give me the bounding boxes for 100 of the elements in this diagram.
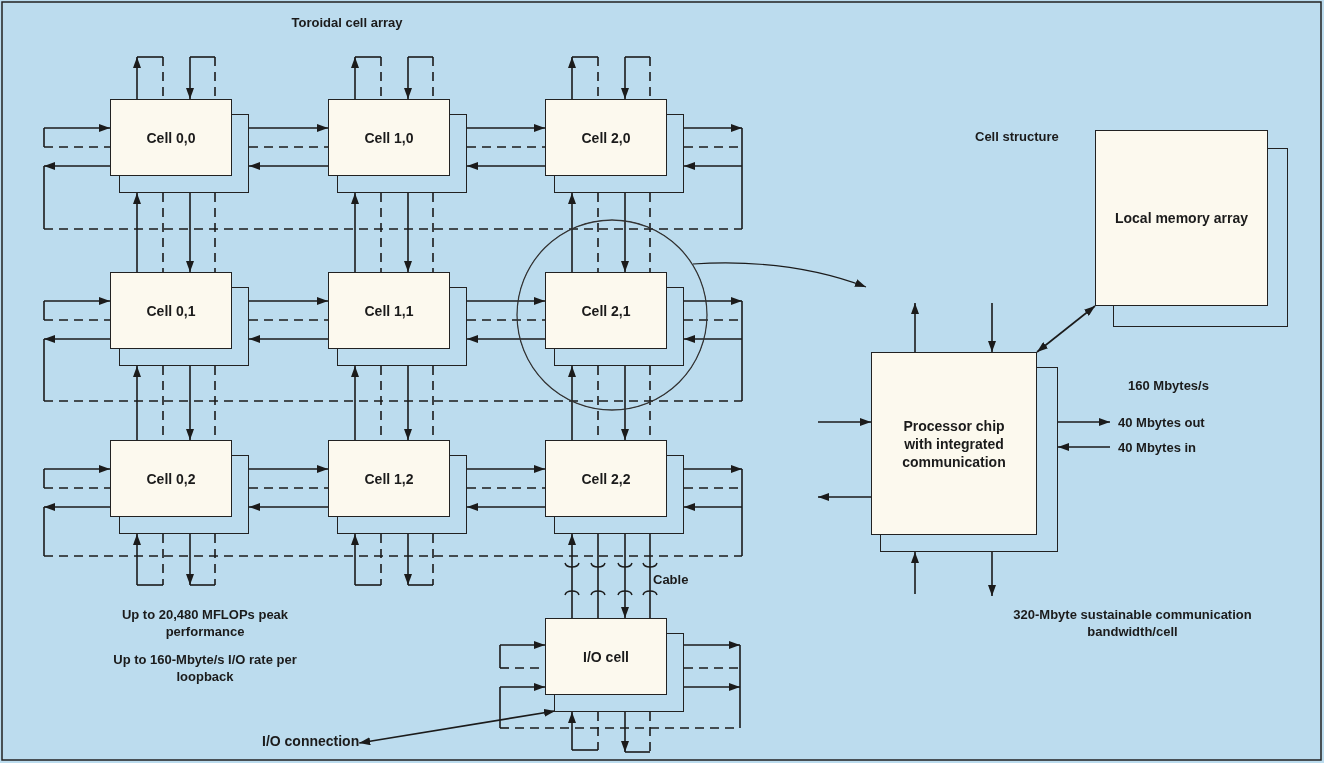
cell-board [328, 99, 467, 193]
cell-label: Cell 1,2 [364, 469, 414, 488]
arrow [248, 297, 329, 305]
arrow [351, 533, 359, 586]
dashed-connector [466, 146, 546, 148]
dashed-connector [248, 146, 329, 148]
connector-line [597, 533, 599, 619]
cell-board [545, 618, 684, 712]
dashed-connector [466, 319, 546, 321]
arrow [911, 302, 919, 353]
arrow [248, 335, 329, 343]
arrow [683, 297, 743, 305]
arrow [466, 124, 546, 132]
dashed-connector [214, 192, 216, 273]
cell-board [328, 272, 467, 366]
arrow [1057, 443, 1111, 451]
cell-board [110, 272, 249, 366]
arrow [186, 533, 194, 586]
cell-board [328, 440, 467, 534]
arrow [621, 192, 629, 273]
arrow [683, 503, 743, 511]
arrow [621, 56, 629, 100]
arrow [817, 418, 872, 426]
arrow [248, 503, 329, 511]
arrow [43, 465, 111, 473]
cell-label: Cell 1,0 [364, 128, 414, 147]
cell-label: I/O cell [583, 647, 629, 666]
dashed-connector [466, 487, 546, 489]
arrow [43, 335, 111, 343]
arrow [133, 192, 141, 273]
arrow [466, 297, 546, 305]
arrow [404, 56, 412, 100]
arrow [683, 162, 743, 170]
cell-label: Cell 0,1 [146, 301, 196, 320]
bandwidth-note: 320-Mbyte sustainable communication bandwidth/cell [1012, 606, 1253, 640]
arrow [248, 465, 329, 473]
arrow [351, 365, 359, 441]
arrow [466, 335, 546, 343]
io-rate-note: Up to 160-Mbyte/s I/O rate per loopback [112, 651, 298, 685]
arrow [466, 465, 546, 473]
arrow [186, 365, 194, 441]
section-heading: Cell structure [975, 128, 1059, 145]
double-arrow [358, 708, 556, 746]
processor-chip-board [871, 352, 1058, 552]
arrow [817, 493, 872, 501]
cell-label: Processor chip with integrated communication [901, 416, 1007, 471]
dashed-connector [649, 192, 651, 273]
cell-board [545, 440, 684, 534]
arrow [133, 56, 141, 100]
bandwidth-label: 160 Mbytes/s [1128, 377, 1209, 394]
arrow [911, 551, 919, 595]
cell-label: Cell 1,1 [364, 301, 414, 320]
dashed-connector [432, 192, 434, 273]
dashed-connector [248, 487, 329, 489]
arrow [466, 503, 546, 511]
rate-label: 40 Mbytes in [1118, 439, 1197, 456]
cell-label: Cell 2,1 [581, 301, 631, 320]
arrow [568, 192, 576, 273]
cell-board [110, 99, 249, 193]
arrow [351, 56, 359, 100]
arrow [404, 365, 412, 441]
performance-note: Up to 20,480 MFLOPs peak performance [120, 606, 290, 640]
arrow [404, 533, 412, 586]
arrow [351, 192, 359, 273]
magnifier-circle [516, 219, 708, 411]
arrow [683, 641, 741, 649]
arrow [683, 124, 743, 132]
arrow [621, 533, 629, 619]
arrow [568, 56, 576, 100]
cell-board [545, 99, 684, 193]
arrow [621, 711, 629, 753]
arrow [186, 192, 194, 273]
cell-board [545, 272, 684, 366]
arrow [43, 503, 111, 511]
dashed-connector [380, 192, 382, 273]
arrow [466, 162, 546, 170]
arrow [621, 365, 629, 441]
arrow [988, 302, 996, 353]
arrow [568, 365, 576, 441]
arrow [568, 533, 576, 619]
arrow [499, 641, 546, 649]
dashed-connector [162, 192, 164, 273]
dashed-connector [597, 192, 599, 273]
arrow [133, 365, 141, 441]
memory-board [1095, 130, 1288, 327]
arrow [568, 711, 576, 751]
rate-label: 40 Mbytes out [1118, 414, 1205, 431]
arrow [404, 192, 412, 273]
arrow [988, 551, 996, 597]
arrow [692, 262, 867, 288]
arrow [248, 124, 329, 132]
arrow [43, 124, 111, 132]
arrow [683, 683, 741, 691]
cable-label: Cable [653, 571, 689, 588]
cell-label: Local memory array [1113, 209, 1250, 227]
double-arrow [1036, 305, 1096, 353]
arrow [248, 162, 329, 170]
cell-label: Cell 0,0 [146, 128, 196, 147]
arrow [186, 56, 194, 100]
cell-board [110, 440, 249, 534]
